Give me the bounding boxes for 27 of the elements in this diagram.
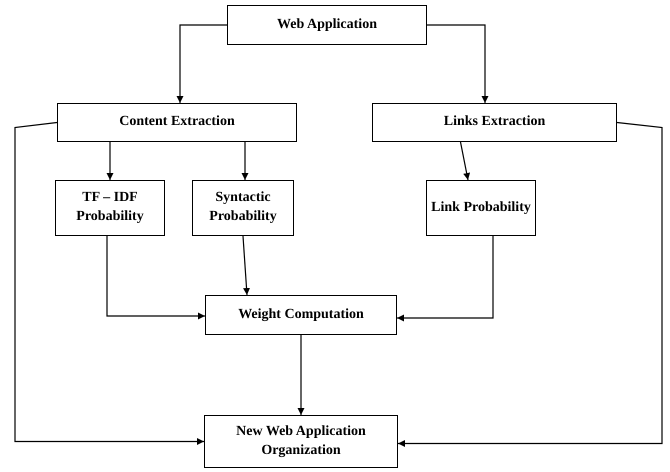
arrow bbox=[242, 142, 248, 180]
arrow bbox=[427, 24, 488, 103]
process-box bbox=[426, 180, 536, 236]
arrow bbox=[242, 236, 250, 296]
process-box bbox=[227, 5, 427, 45]
arrow bbox=[106, 236, 205, 320]
box-label: Links Extraction bbox=[444, 113, 546, 132]
box-label: Web Application bbox=[277, 16, 377, 34]
box-label: Content Extraction bbox=[119, 113, 235, 132]
arrow bbox=[106, 142, 114, 180]
process-box bbox=[57, 103, 297, 142]
box-label: Weight Computation bbox=[238, 306, 364, 324]
box-label: Link Probability bbox=[431, 198, 531, 217]
arrow bbox=[460, 142, 470, 180]
box-label: TF – IDF Probability bbox=[75, 189, 145, 226]
arrow bbox=[176, 24, 227, 103]
process-box bbox=[205, 295, 397, 335]
arrow bbox=[298, 335, 304, 415]
process-box bbox=[204, 415, 398, 468]
arrow bbox=[14, 122, 204, 445]
process-box bbox=[55, 180, 165, 236]
box-label: Syntactic Probability bbox=[208, 189, 278, 226]
process-box bbox=[372, 103, 617, 142]
arrow bbox=[398, 122, 663, 447]
process-box bbox=[192, 180, 294, 236]
arrow bbox=[397, 236, 494, 322]
box-label: New Web Application Organization bbox=[235, 422, 367, 460]
